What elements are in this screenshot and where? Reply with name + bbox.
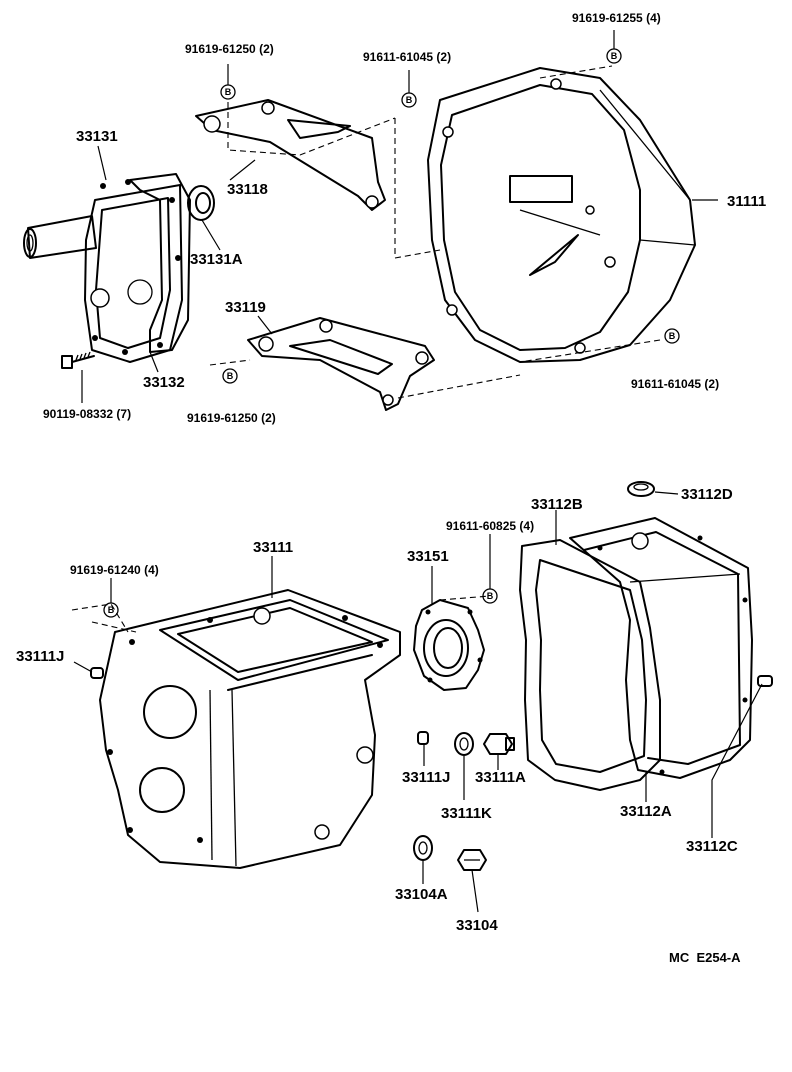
clutch-housing-31111	[427, 67, 696, 363]
label-33151: 33151	[407, 548, 449, 565]
bolt-marker-61045-bot: B	[664, 328, 680, 344]
label-33131: 33131	[76, 128, 118, 145]
cover-33112A	[569, 517, 753, 779]
svg-text:B: B	[108, 605, 115, 615]
label-33112B: 33112B	[531, 496, 583, 513]
label-33132: 33132	[143, 374, 185, 391]
label-33111-case: 33111	[253, 539, 293, 556]
straight-pin-33111J-left	[90, 667, 104, 679]
gasket-33111K	[454, 732, 474, 756]
plug-33104	[457, 849, 487, 871]
label-33111J: 33111J	[402, 769, 450, 786]
svg-text:B: B	[611, 51, 618, 61]
label-33131A: 33131A	[190, 251, 243, 268]
label-91619-61250-bot: 91619-61250 (2)	[187, 411, 276, 425]
extension-housing-33131	[23, 179, 183, 363]
breather-cap-33112D	[627, 481, 655, 497]
label-33119: 33119	[225, 299, 266, 316]
transmission-case-33111	[99, 589, 401, 869]
bolt-marker-leaders-upper	[227, 30, 615, 93]
bolt-90119-08332	[61, 351, 95, 369]
bolt-marker-61250-bot: B	[222, 368, 238, 384]
gasket-33112B	[519, 539, 661, 791]
label-33111A: 33111A	[475, 769, 526, 786]
svg-text:B: B	[669, 331, 676, 341]
diagram-reference-code: MC E254-A	[669, 950, 741, 965]
bolt-marker-61250-top: B	[220, 84, 236, 100]
upper-guide-lines	[209, 65, 661, 399]
bracket-33119	[247, 317, 435, 411]
upper-leader-lines	[81, 145, 718, 403]
bolt-marker-61255: B	[606, 48, 622, 64]
svg-text:B: B	[487, 591, 494, 601]
label-33112C: 33112C	[686, 838, 738, 855]
lower-leader-lines	[73, 491, 763, 913]
label-31111: 31111	[727, 193, 766, 210]
bolt-marker-leaders-lower	[110, 534, 491, 603]
label-33104: 33104	[456, 917, 498, 934]
svg-text:B: B	[227, 371, 234, 381]
plug-33111A	[483, 733, 515, 755]
label-91619-61250-top: 91619-61250 (2)	[185, 42, 274, 56]
breather-33112C	[757, 675, 773, 687]
label-33112D: 33112D	[681, 486, 733, 503]
label-91611-61045-top: 91611-61045 (2)	[363, 50, 451, 64]
label-33104A: 33104A	[395, 886, 448, 903]
label-91611-61045-bot: 91611-61045 (2)	[631, 377, 719, 391]
straight-pin-33111J	[417, 731, 429, 745]
label-33111K: 33111K	[441, 805, 492, 822]
label-91619-61240: 91619-61240 (4)	[70, 563, 159, 577]
label-91611-60825: 91611-60825 (4)	[446, 519, 534, 533]
svg-text:B: B	[225, 87, 232, 97]
label-91619-61255: 91619-61255 (4)	[572, 11, 661, 25]
label-33112A: 33112A	[620, 803, 672, 820]
bearing-retainer-33151	[413, 599, 485, 691]
label-33118: 33118	[227, 181, 268, 198]
oil-seal-33131A	[187, 185, 215, 221]
bracket-33118	[195, 99, 386, 211]
svg-text:B: B	[406, 95, 413, 105]
label-33111J-left: 33111J	[16, 648, 64, 665]
label-90119-08332: 90119-08332 (7)	[43, 407, 131, 421]
lower-guide-lines	[71, 595, 491, 633]
bolt-marker-61045-top: B	[401, 92, 417, 108]
bolt-marker-61240: B	[103, 602, 119, 618]
gasket-33104A	[413, 835, 433, 861]
